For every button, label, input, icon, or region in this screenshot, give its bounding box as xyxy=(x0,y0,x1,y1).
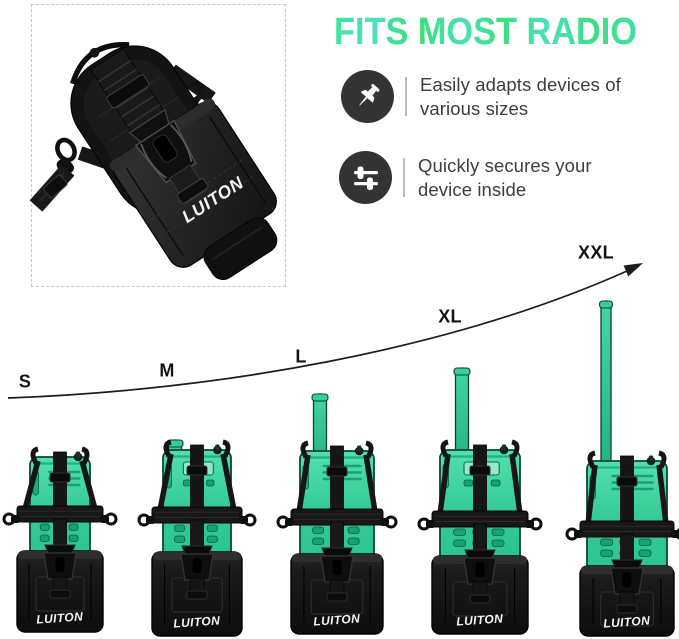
size-label-xl: XL xyxy=(438,306,462,327)
d-ring xyxy=(675,528,679,540)
d-ring xyxy=(2,512,16,526)
product-photo-frame xyxy=(31,4,286,287)
pushpin-icon xyxy=(341,70,394,123)
pouch-m: LUITON xyxy=(137,439,257,637)
feature-row-1: Easily adapts devices of various sizes xyxy=(341,70,621,123)
antenna xyxy=(600,300,612,478)
ladder-lock xyxy=(106,74,150,109)
d-ring xyxy=(384,515,398,529)
feature-text: Quickly secures your device inside xyxy=(418,154,592,200)
page-title: FITS MOST RADIO xyxy=(334,11,637,53)
feature-row-2: Quickly secures your device inside xyxy=(339,151,592,204)
product-photo: LUITON xyxy=(29,42,278,280)
d-ring xyxy=(104,512,118,526)
feature-divider xyxy=(403,158,405,197)
pouch-size-row: LUITON LUITON LUITON LUITON LUITON xyxy=(2,300,679,637)
d-ring xyxy=(276,515,290,529)
brand-logo: LUITON xyxy=(36,609,84,626)
feature-divider xyxy=(405,77,407,116)
d-ring xyxy=(417,517,431,531)
size-label-s: S xyxy=(18,371,32,392)
brand-logo: LUITON xyxy=(173,613,221,630)
d-ring xyxy=(565,527,579,541)
buckle xyxy=(128,108,209,204)
size-label-xxl: XXL xyxy=(578,242,614,263)
cord-lock xyxy=(89,47,100,58)
pouch-xl: LUITON xyxy=(417,367,543,635)
pouch-l: LUITON xyxy=(276,393,398,635)
feature-text: Easily adapts devices of various sizes xyxy=(420,73,621,119)
brand-logo: LUITON xyxy=(603,613,651,630)
size-label-l: L xyxy=(295,346,307,367)
pouch-xxl: LUITON xyxy=(565,300,679,637)
d-ring xyxy=(243,513,257,527)
d-ring xyxy=(529,517,543,531)
brand-logo: LUITON xyxy=(456,611,504,628)
pouch-s: LUITON xyxy=(2,446,118,633)
brand-logo: LUITON xyxy=(313,611,361,628)
pouch-bottom-tail xyxy=(203,217,278,280)
size-arrow xyxy=(7,263,643,399)
d-ring xyxy=(137,513,151,527)
sliders-icon xyxy=(339,151,392,204)
size-label-m: M xyxy=(159,360,175,381)
